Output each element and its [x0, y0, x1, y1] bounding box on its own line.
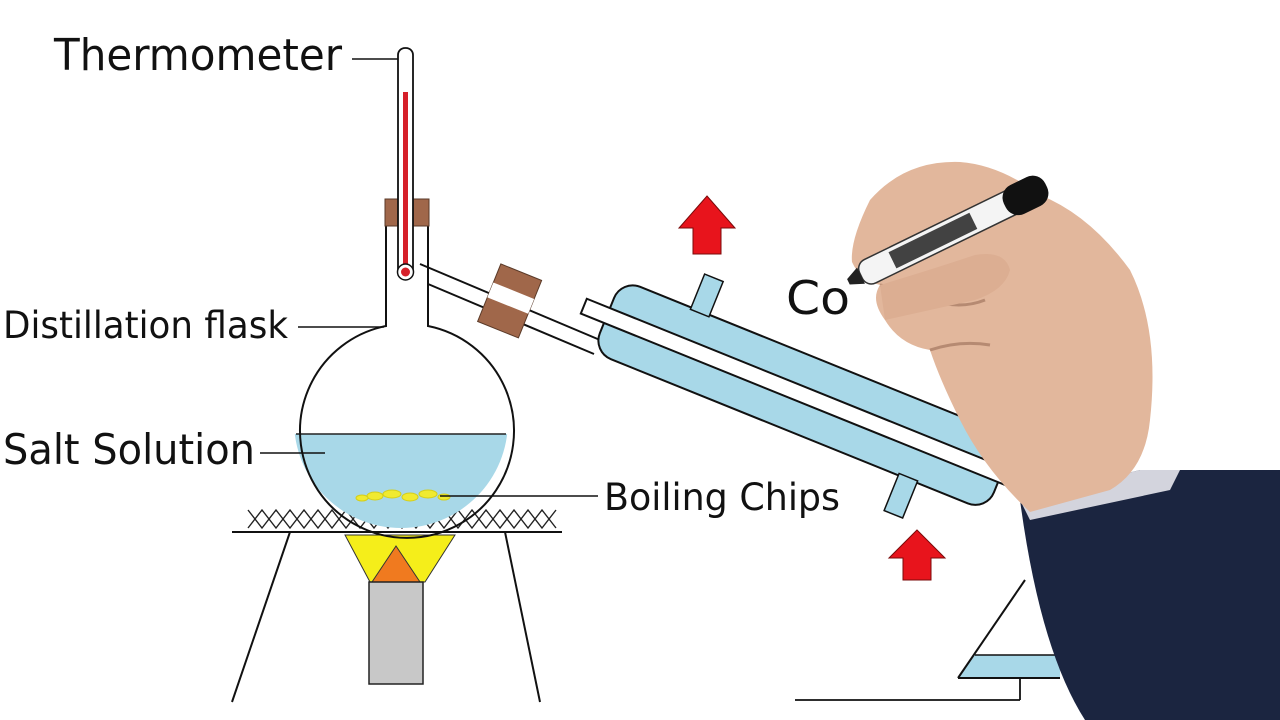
tripod-stand	[231, 531, 562, 703]
condenser-label-partial: Co	[786, 271, 850, 325]
delivery-tube-cork	[476, 263, 543, 339]
bunsen-burner	[368, 581, 424, 685]
sleeve	[1020, 470, 1280, 720]
thermometer-label: Thermometer	[53, 30, 343, 81]
receiving-flask	[795, 579, 1060, 701]
salt-solution-label: Salt Solution	[3, 425, 255, 474]
water-out-arrow-icon	[677, 195, 737, 255]
salt-solution-liquid	[294, 434, 508, 528]
hand-with-marker	[847, 161, 1280, 720]
thermometer	[396, 47, 415, 281]
marker-pen-icon	[847, 175, 1049, 285]
water-in-arrow-icon	[887, 529, 947, 581]
boiling-chips-label: Boiling Chips	[604, 476, 840, 519]
distillation-flask	[299, 225, 515, 539]
distillation-flask-label: Distillation flask	[3, 304, 289, 347]
